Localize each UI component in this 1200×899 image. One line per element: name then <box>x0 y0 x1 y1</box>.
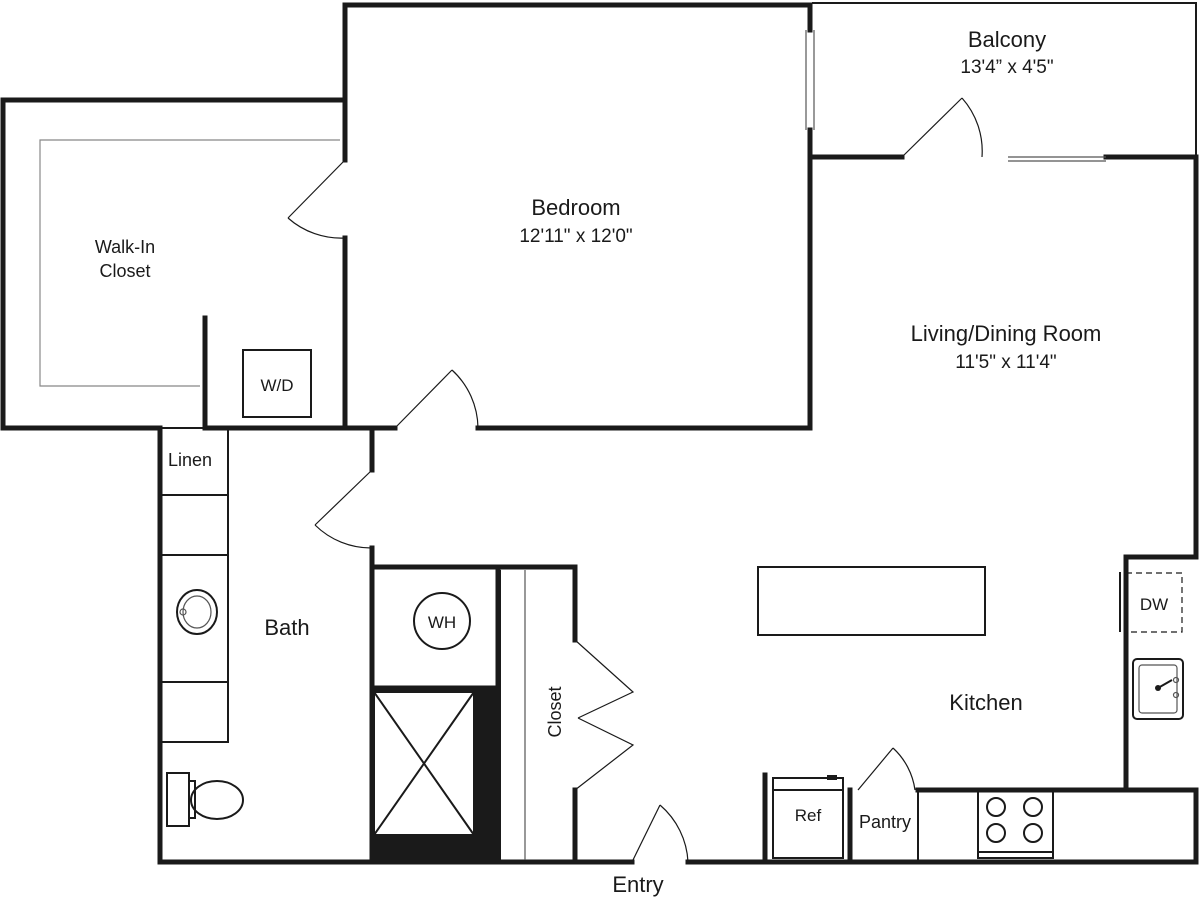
bath-sink-icon <box>176 589 218 635</box>
walkin-closet-line2: Closet <box>99 261 150 281</box>
kitchen-sink-icon <box>1132 658 1184 720</box>
washer-dryer-label: W/D <box>260 376 293 395</box>
room-labels: Balcony 13'4” x 4'5" Bedroom 12'11" x 12… <box>95 27 1102 897</box>
entry-label: Entry <box>612 872 663 897</box>
hall-closet-label: Closet <box>545 686 565 737</box>
walls <box>0 2 1199 865</box>
refrigerator-label: Ref <box>795 806 822 825</box>
bedroom-dims: 12'11" x 12'0" <box>519 226 632 247</box>
stove-icon <box>977 789 1054 859</box>
water-heater-label: WH <box>428 613 456 632</box>
living-name: Living/Dining Room <box>911 321 1102 346</box>
vanity <box>159 427 229 743</box>
refrigerator: Ref <box>772 775 844 859</box>
kitchen-name: Kitchen <box>949 690 1022 715</box>
linen-label: Linen <box>168 450 212 470</box>
dishwasher: DW <box>1119 572 1183 633</box>
water-heater: WH <box>413 592 471 650</box>
pantry-label: Pantry <box>859 812 911 832</box>
bedroom-name: Bedroom <box>531 195 620 220</box>
doors <box>287 97 983 863</box>
dishwasher-label: DW <box>1140 595 1168 614</box>
walkin-closet-line1: Walk-In <box>95 237 155 257</box>
closet-shelf-line <box>39 139 340 387</box>
bath-name: Bath <box>264 615 309 640</box>
bedroom-window <box>805 30 815 130</box>
toilet-icon <box>166 772 244 827</box>
balcony-name: Balcony <box>968 27 1046 52</box>
kitchen-island <box>757 566 986 636</box>
living-dims: 11'5" x 11'4" <box>955 352 1056 373</box>
shower <box>373 690 497 860</box>
washer-dryer: W/D <box>242 349 312 418</box>
balcony-dims: 13'4” x 4'5" <box>960 57 1053 78</box>
